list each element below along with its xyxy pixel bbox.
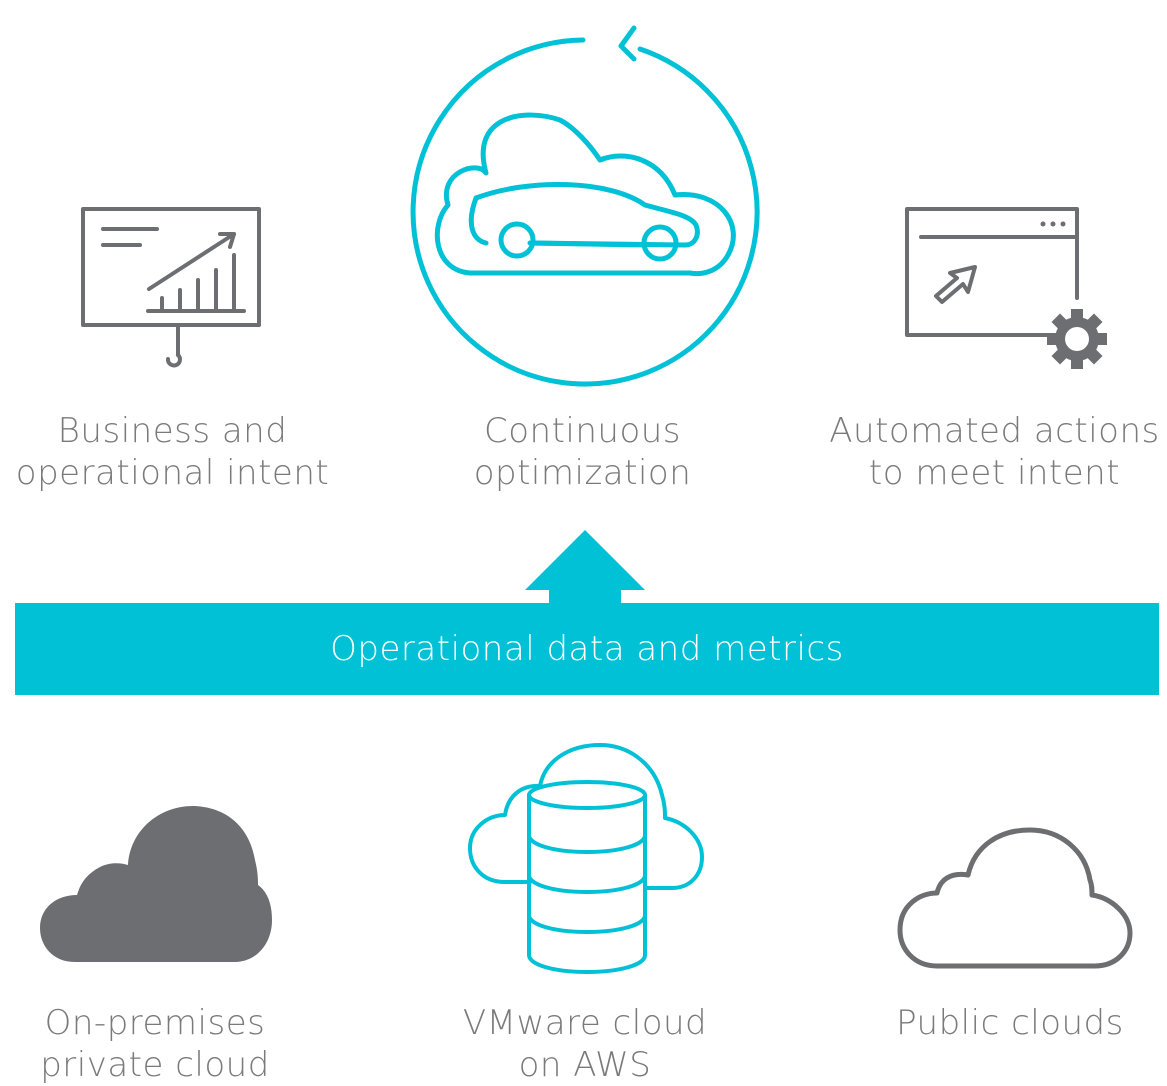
label-line: On-premises <box>44 1003 266 1043</box>
label-line: Automated actions <box>829 411 1160 451</box>
label-line: operational intent <box>15 453 330 493</box>
label-line: VMware cloud <box>462 1003 708 1043</box>
label-continuous-optimization: Continuous optimization <box>410 410 755 494</box>
label-line: Continuous <box>483 411 682 451</box>
label-line: optimization <box>473 453 692 493</box>
label-line: Business and <box>57 411 288 451</box>
label-automated-actions: Automated actions to meet intent <box>822 410 1167 494</box>
operational-data-banner: Operational data and metrics <box>15 603 1159 695</box>
label-public-clouds: Public clouds <box>860 1002 1160 1044</box>
label-line: Public clouds <box>896 1003 1124 1043</box>
label-line: to meet intent <box>868 453 1121 493</box>
label-line: private cloud <box>40 1045 270 1085</box>
label-on-premises: On-premises private cloud <box>0 1002 310 1086</box>
label-line: on AWS <box>518 1045 652 1085</box>
label-business-intent: Business and operational intent <box>0 410 345 494</box>
banner-label: Operational data and metrics <box>330 629 844 669</box>
label-vmware-cloud: VMware cloud on AWS <box>430 1002 740 1086</box>
